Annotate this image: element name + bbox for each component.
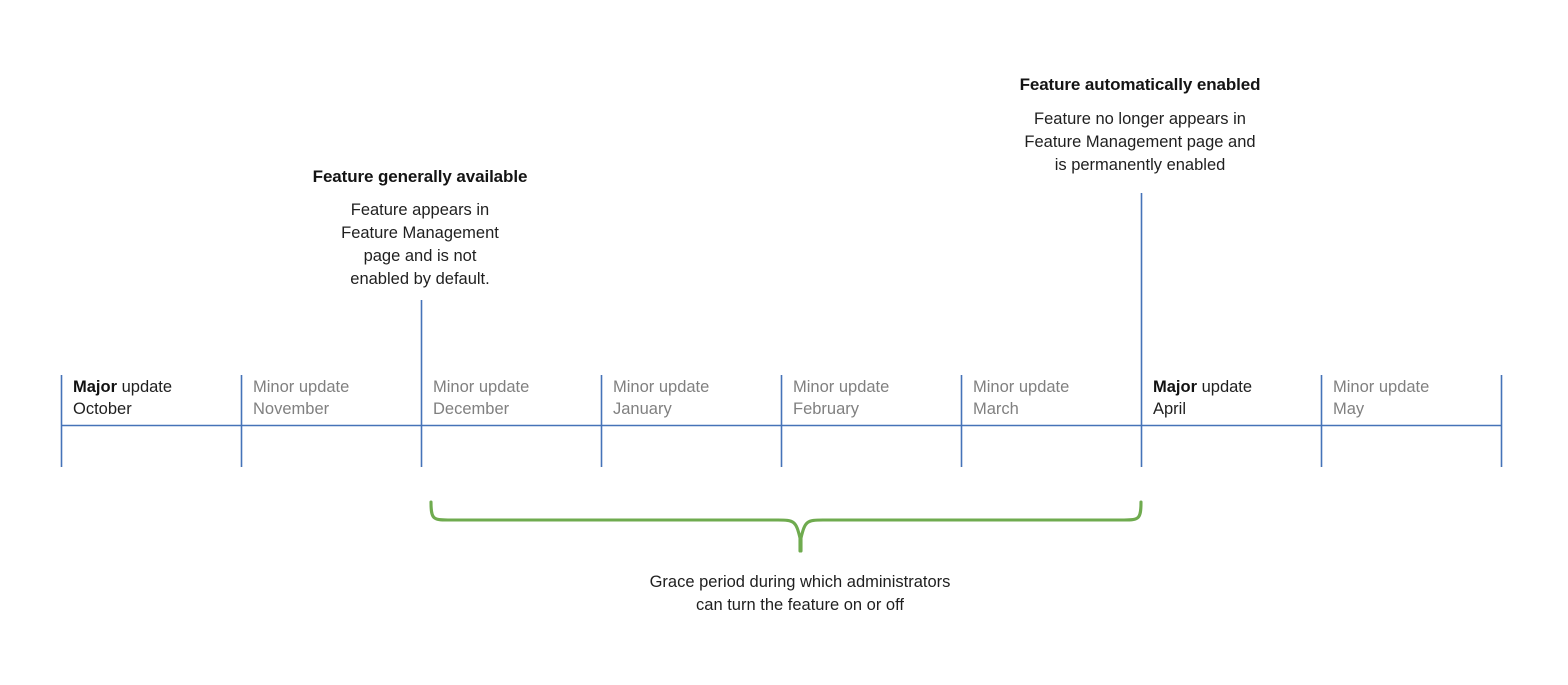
cell-month: February xyxy=(793,400,860,419)
cell-suffix: update xyxy=(654,378,710,396)
cell-suffix: update xyxy=(474,378,530,396)
timeline-cell-october: Major update October xyxy=(73,376,243,421)
cell-kind: Minor xyxy=(1333,378,1375,396)
callout-body-line: is permanently enabled xyxy=(1054,155,1226,174)
cell-kind: Minor xyxy=(973,378,1015,396)
timeline-cell-march: Minor update March xyxy=(973,376,1143,421)
cell-month: May xyxy=(1333,400,1365,419)
callout-body-line: Feature appears in xyxy=(350,201,490,220)
cell-kind: Minor xyxy=(433,378,475,396)
cell-month: December xyxy=(433,400,510,419)
callout-body-line: page and is not xyxy=(363,246,477,265)
cell-month: January xyxy=(613,400,672,419)
cell-kind: Minor xyxy=(793,378,835,396)
cell-month: October xyxy=(73,400,132,419)
timeline-ticks xyxy=(60,375,1503,467)
grace-period-brace xyxy=(429,500,1143,553)
callout-body-generally-available: Feature appears in Feature Management pa… xyxy=(250,199,590,290)
cell-suffix: update xyxy=(294,378,350,396)
timeline-cell-may: Minor update May xyxy=(1333,376,1503,421)
cell-kind: Minor xyxy=(613,378,655,396)
timeline-cell-february: Minor update February xyxy=(793,376,963,421)
cell-suffix: update xyxy=(1374,378,1430,396)
cell-month: April xyxy=(1153,400,1187,419)
callout-title-generally-available: Feature generally available xyxy=(312,167,528,186)
cell-month: November xyxy=(253,400,330,419)
timeline-cell-april: Major update April xyxy=(1153,376,1323,421)
caption-line: can turn the feature on or off xyxy=(696,595,904,614)
cell-suffix: update xyxy=(117,378,173,396)
timeline-cell-january: Minor update January xyxy=(613,376,783,421)
cell-kind: Major xyxy=(73,378,118,396)
callout-feature-automatically-enabled: Feature automatically enabled Feature no… xyxy=(955,74,1325,177)
callout-body-line: Feature no longer appears in xyxy=(1034,110,1246,129)
cell-suffix: update xyxy=(1014,378,1070,396)
callout-feature-generally-available: Feature generally available Feature appe… xyxy=(250,166,590,290)
cell-month: March xyxy=(973,400,1019,419)
callout-body-line: Feature Management page and xyxy=(1024,133,1256,152)
callout-body-automatically-enabled: Feature no longer appears in Feature Man… xyxy=(955,108,1325,176)
cell-kind: Minor xyxy=(253,378,295,396)
caption-line: Grace period during which administrators xyxy=(649,573,951,591)
timeline-cell-december: Minor update December xyxy=(433,376,603,421)
cell-suffix: update xyxy=(1197,378,1253,396)
callout-title-automatically-enabled: Feature automatically enabled xyxy=(1019,75,1261,94)
cell-kind: Major xyxy=(1153,378,1198,396)
callout-body-line: enabled by default. xyxy=(350,269,490,288)
timeline-cell-november: Minor update November xyxy=(253,376,423,421)
callout-body-line: Feature Management xyxy=(341,224,499,243)
grace-period-caption: Grace period during which administrators… xyxy=(500,571,1100,617)
cell-suffix: update xyxy=(834,378,890,396)
